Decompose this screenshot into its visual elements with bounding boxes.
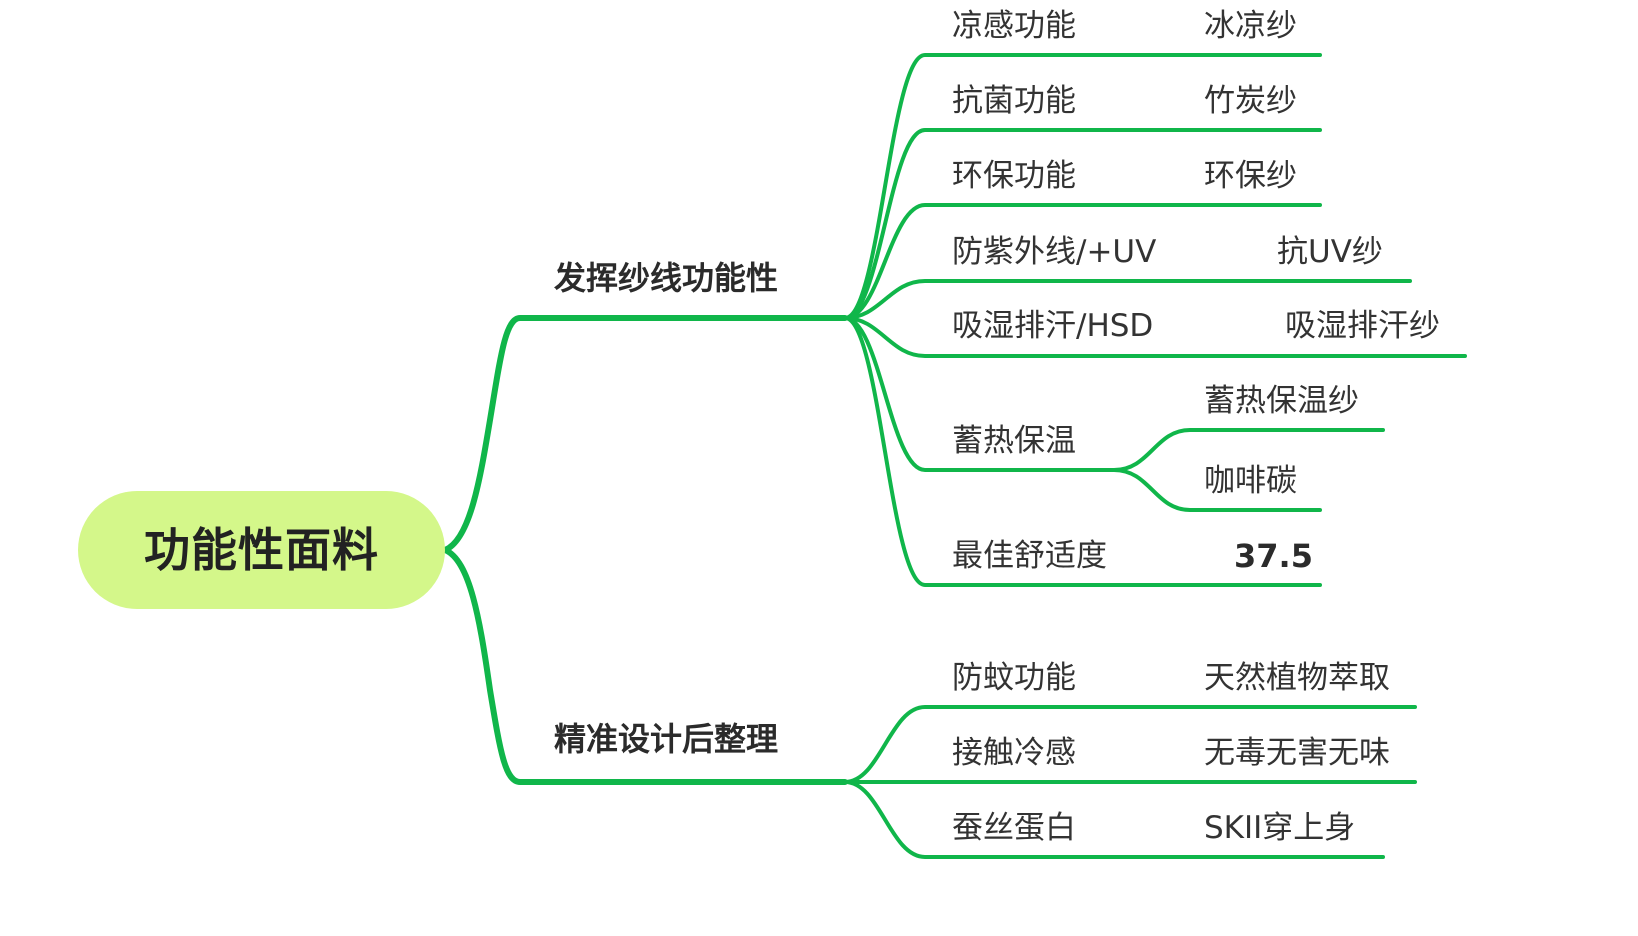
- leaf-skii[interactable]: SKII穿上身: [1204, 810, 1356, 846]
- connector-b1-c3: [843, 203, 1095, 320]
- leaf-37-5[interactable]: 37.5: [1234, 537, 1313, 575]
- connector-b2-c3: [843, 780, 1195, 859]
- leaf-plant-extract[interactable]: 天然植物萃取: [1204, 660, 1390, 696]
- topic-comfort[interactable]: 最佳舒适度: [952, 538, 1107, 574]
- topic-moisture[interactable]: 吸湿排汗/HSD: [952, 308, 1154, 344]
- leaf-coffee-carbon[interactable]: 咖啡碳: [1204, 463, 1297, 499]
- connector-b1-c4: [843, 279, 1168, 320]
- branch-label-finishing[interactable]: 精准设计后整理: [554, 720, 779, 758]
- connector-leaf-6a: [1112, 428, 1385, 472]
- leaf-uv-yarn[interactable]: 抗UV纱: [1277, 234, 1383, 270]
- branch-label-yarn[interactable]: 发挥纱线功能性: [554, 259, 779, 297]
- leaf-moisture-yarn[interactable]: 吸湿排汗纱: [1285, 308, 1440, 344]
- topic-contact-cooling[interactable]: 接触冷感: [952, 735, 1076, 771]
- leaf-eco-yarn[interactable]: 环保纱: [1204, 158, 1297, 194]
- connector-b1-c5: [843, 316, 1168, 358]
- leaf-non-toxic[interactable]: 无毒无害无味: [1204, 735, 1390, 771]
- leaf-bamboo-yarn[interactable]: 竹炭纱: [1204, 83, 1297, 119]
- topic-uv[interactable]: 防紫外线/+UV: [952, 234, 1157, 270]
- connector-b1-c2: [843, 128, 1095, 320]
- topic-thermal[interactable]: 蓄热保温: [952, 423, 1076, 459]
- connector-b1-c1: [843, 53, 1095, 320]
- topic-eco[interactable]: 环保功能: [952, 158, 1076, 194]
- connector-root-branch2: [442, 547, 848, 785]
- topic-silk-protein[interactable]: 蚕丝蛋白: [952, 810, 1076, 846]
- topic-cooling[interactable]: 凉感功能: [952, 8, 1076, 44]
- connector-b1-c7: [843, 316, 1095, 587]
- root-node[interactable]: [78, 491, 445, 609]
- topic-antibacterial[interactable]: 抗菌功能: [952, 83, 1076, 119]
- connector-leaf-6b: [1112, 468, 1322, 512]
- connector-b1-c6: [843, 316, 1116, 472]
- topic-mosquito[interactable]: 防蚊功能: [952, 660, 1076, 696]
- leaf-cooling-yarn[interactable]: 冰凉纱: [1204, 8, 1297, 44]
- root-label: 功能性面料: [144, 523, 379, 577]
- connector-root-branch1: [442, 315, 848, 553]
- leaf-thermal-yarn[interactable]: 蓄热保温纱: [1204, 383, 1359, 419]
- connector-b2-c1: [843, 705, 1195, 784]
